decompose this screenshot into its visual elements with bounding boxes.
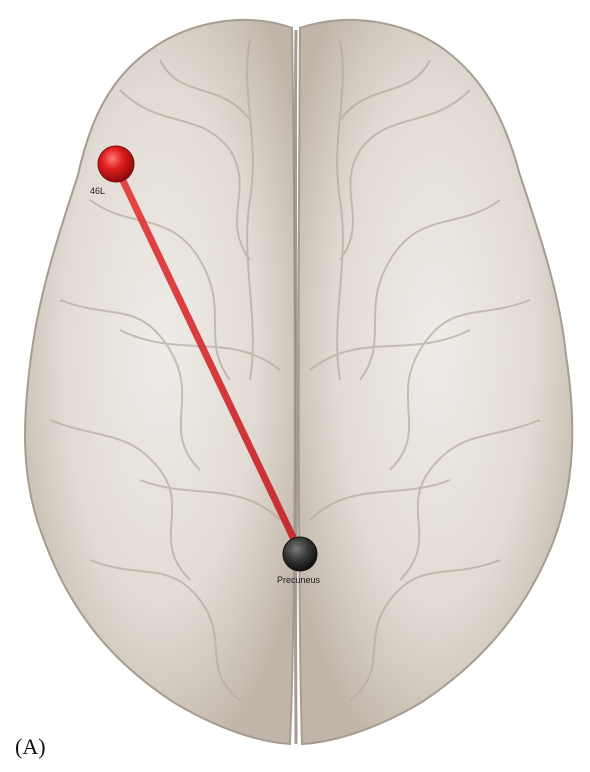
brain-surface <box>25 20 572 744</box>
node-46L-label: 46L <box>90 186 105 196</box>
longitudinal-fissure <box>295 30 296 744</box>
left-hemisphere <box>25 20 295 744</box>
node-precuneus-sphere <box>283 537 317 571</box>
node-46L-sphere <box>98 146 134 182</box>
panel-label: (A) <box>15 736 46 758</box>
node-precuneus-label: Precuneus <box>277 575 321 585</box>
